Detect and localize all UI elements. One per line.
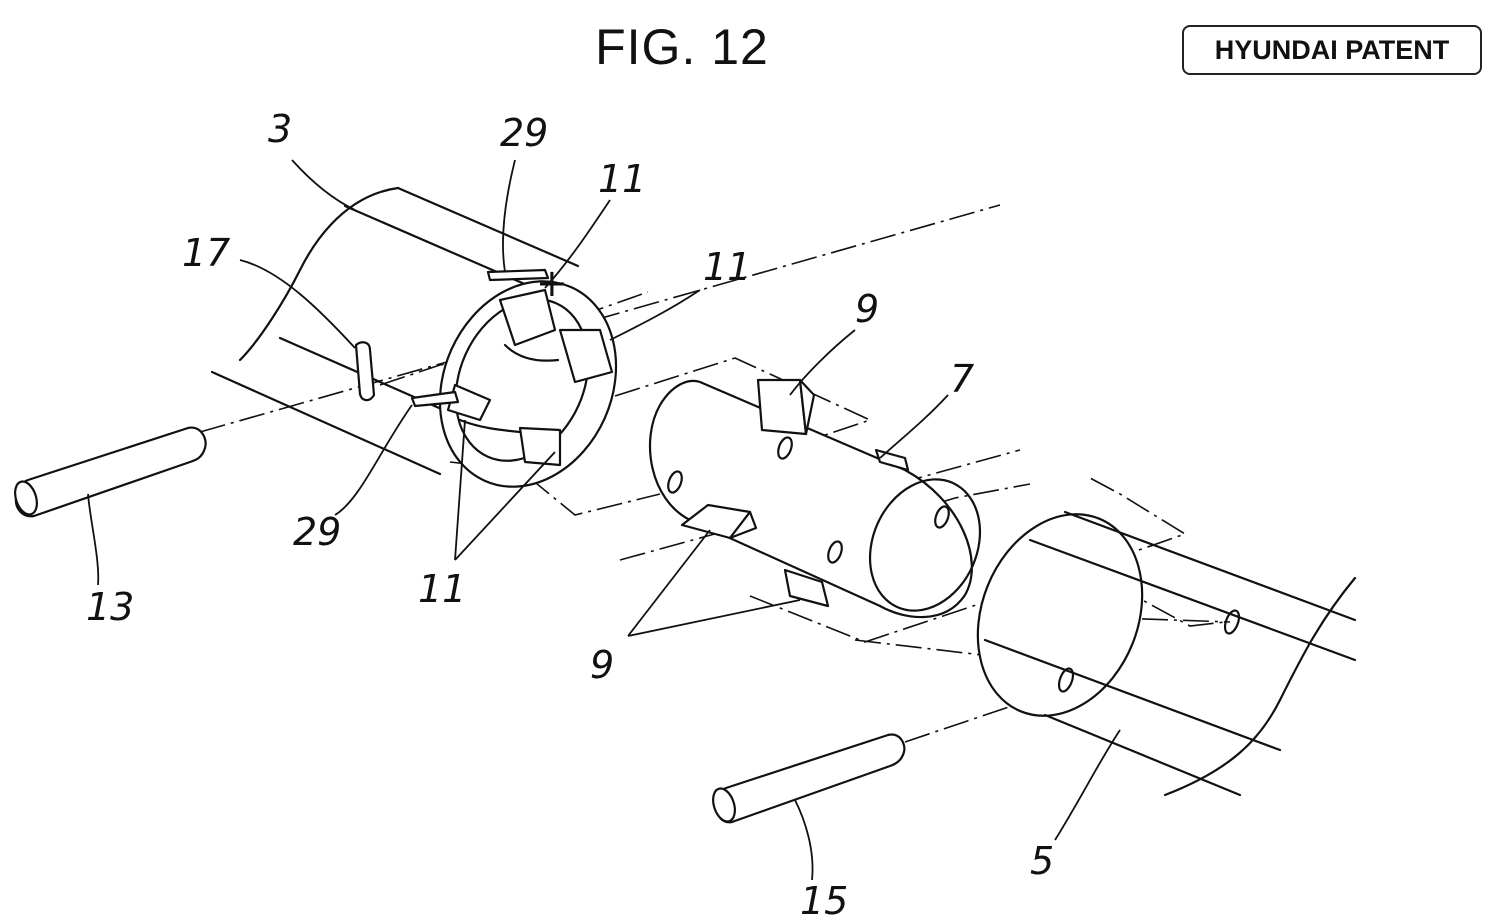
pin-part-13 xyxy=(14,426,207,518)
tube-part-3: + xyxy=(210,186,618,488)
label-11-bottom: 11 xyxy=(418,567,466,611)
cylinder-part-7 xyxy=(648,378,982,619)
label-11-top: 11 xyxy=(598,157,646,201)
label-15: 15 xyxy=(800,879,848,922)
label-9-top: 9 xyxy=(855,287,879,331)
patent-badge: HYUNDAI PATENT xyxy=(1182,25,1482,75)
label-7: 7 xyxy=(950,357,974,401)
pin-part-15 xyxy=(712,733,906,824)
figure-title: FIG. 12 xyxy=(595,19,769,75)
reference-numerals: 3 29 11 11 17 9 7 29 11 13 9 5 15 xyxy=(86,107,1054,922)
label-3: 3 xyxy=(268,107,292,151)
label-9-bottom: 9 xyxy=(590,643,614,687)
label-17: 17 xyxy=(182,231,230,275)
label-13: 13 xyxy=(86,585,134,629)
tube-part-5 xyxy=(976,510,1357,797)
label-29-top: 29 xyxy=(500,111,548,155)
label-11-right: 11 xyxy=(703,245,751,289)
label-5: 5 xyxy=(1030,839,1054,883)
leader-lines xyxy=(87,159,1121,881)
label-29-bottom: 29 xyxy=(293,510,341,554)
